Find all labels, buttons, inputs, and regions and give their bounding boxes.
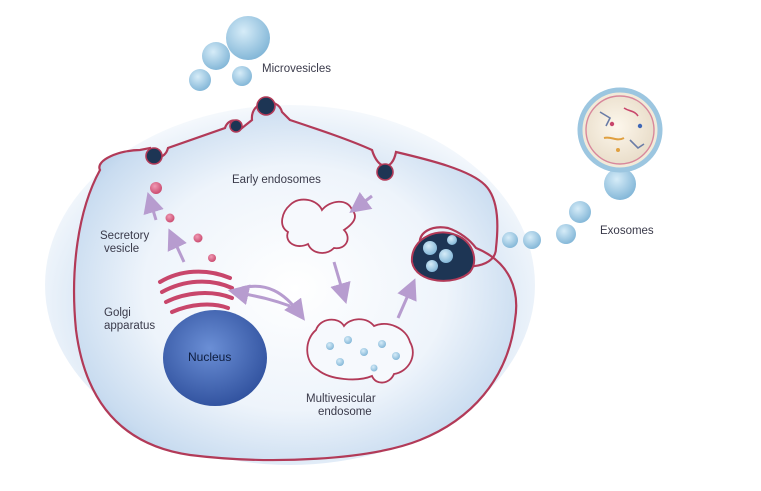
nucleus [163, 310, 267, 406]
arrow-secretion [143, 191, 164, 221]
arrow-to-early-endosome [349, 192, 373, 214]
intraluminal-vesicle [370, 364, 378, 372]
membrane-bud [229, 119, 243, 133]
exosome [569, 201, 591, 223]
exosome-cross-section [577, 87, 663, 173]
label-nucleus: Nucleus [188, 350, 232, 364]
intraluminal-vesicle [447, 235, 457, 245]
intraluminal-vesicle [344, 336, 352, 344]
membrane-bud [376, 163, 394, 181]
arrow-mvb-to-golgi [227, 284, 291, 308]
intraluminal-vesicle [360, 348, 368, 356]
label-multivesicular-line2: endosome [318, 406, 372, 418]
microvesicle [232, 66, 252, 86]
membrane-bud [256, 96, 276, 116]
arrow-to-mvb [330, 261, 351, 305]
secretory-vesicle [193, 233, 203, 243]
intraluminal-vesicle [392, 352, 400, 360]
label-multivesicular-line1: Multivesicular [306, 393, 376, 405]
microvesicle [226, 16, 270, 60]
microvesicle [189, 69, 211, 91]
secretory-vesicle [208, 254, 216, 262]
intraluminal-vesicle [378, 340, 386, 348]
label-exosomes: Exosomes [600, 225, 654, 237]
secretory-vesicle [165, 213, 175, 223]
label-golgi-line2: apparatus [104, 320, 156, 332]
arrow-mvb-to-membrane [396, 278, 417, 319]
intraluminal-vesicle [423, 241, 437, 255]
label-early-endosomes: Early endosomes [232, 174, 321, 186]
microvesicle [202, 42, 230, 70]
intraluminal-vesicle [326, 342, 334, 350]
exosome [523, 231, 541, 249]
intraluminal-vesicle [336, 358, 344, 366]
secretory-vesicle [150, 182, 162, 194]
golgi-apparatus [158, 269, 234, 314]
intraluminal-vesicle [439, 249, 453, 263]
exosome [502, 232, 518, 248]
arrow-golgi-to-vesicle [167, 228, 187, 263]
membrane-bud [145, 147, 163, 165]
intraluminal-vesicle [426, 260, 438, 272]
label-golgi-line1: Golgi [104, 307, 131, 319]
exosome [604, 168, 636, 200]
pathway-arrows [143, 191, 417, 321]
label-microvesicles: Microvesicles [262, 63, 332, 75]
multivesicular-endosome [306, 318, 414, 384]
label-secretory-line1: Secretory [100, 230, 150, 242]
exosome [556, 224, 576, 244]
label-secretory-line2: vesicle [104, 243, 140, 255]
early-endosome [281, 198, 356, 254]
